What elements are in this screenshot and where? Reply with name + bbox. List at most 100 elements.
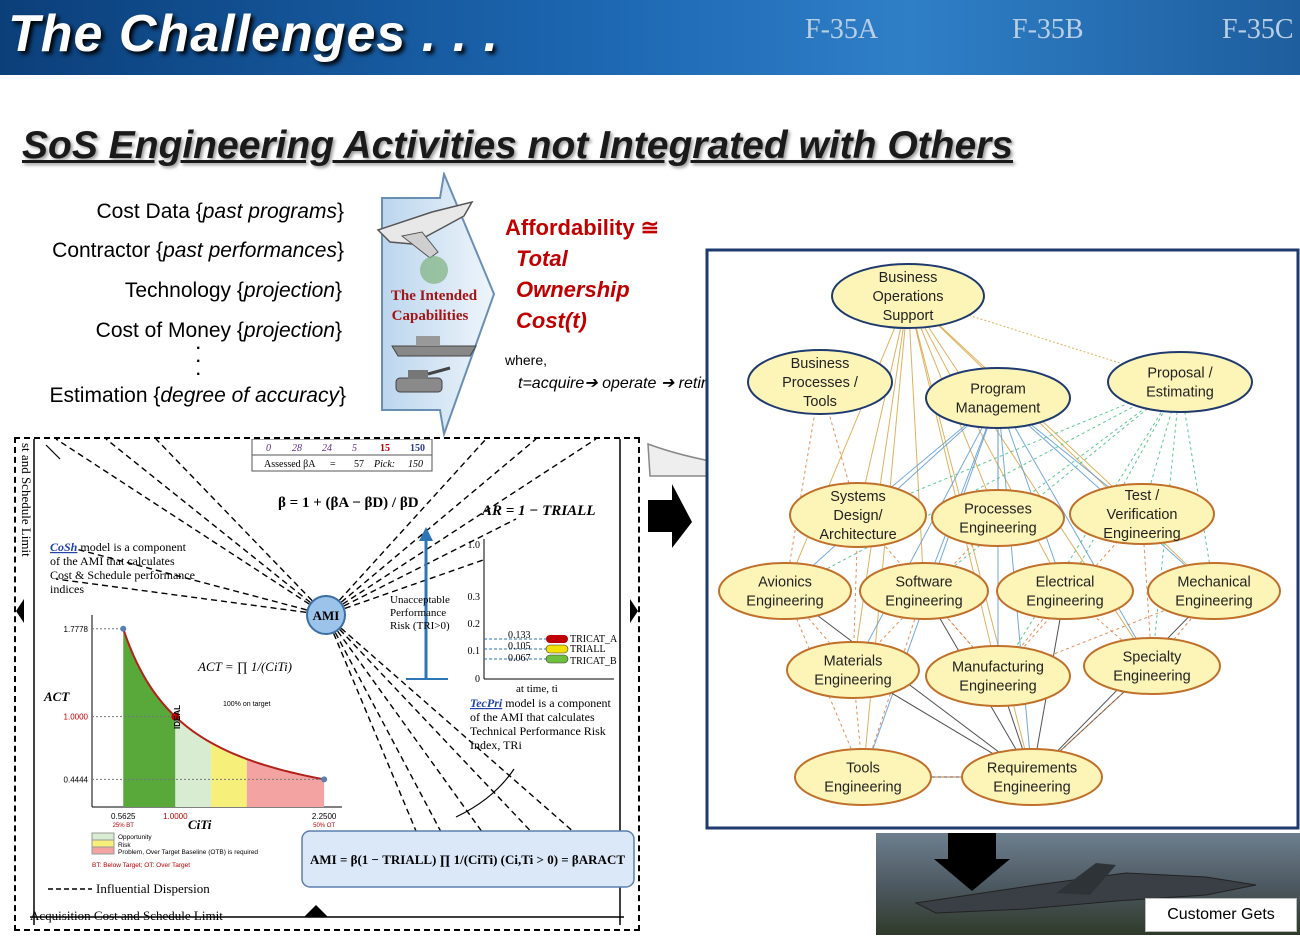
legend-item: Problem, Over Target Baseline (OTB) is r… xyxy=(118,849,258,856)
where-label: where, xyxy=(505,352,548,368)
node-label: Systems xyxy=(830,489,886,505)
node-label: Engineering xyxy=(1113,669,1190,685)
node-label: Avionics xyxy=(758,575,812,591)
node-label: Architecture xyxy=(819,527,896,543)
arrow-up-icon xyxy=(419,527,433,541)
ami-diagram: st and Schedule Limit Acquisition Cost a… xyxy=(16,438,638,925)
ar-formula: AR = 1 − TRIALL xyxy=(481,503,595,519)
node-label: Management xyxy=(956,401,1041,417)
x-tick-sublabel: 50% OT xyxy=(313,823,335,829)
svg-text:0.067: 0.067 xyxy=(508,653,531,664)
ami-formula: AMI = β(1 − TRIALL) ∏ 1/(CiTi) (Ci,Ti > … xyxy=(310,852,625,867)
svg-text:150: 150 xyxy=(410,443,425,454)
node-ellipse xyxy=(1147,562,1281,620)
y-tick-label: 1.7778 xyxy=(64,625,89,634)
legend-swatch xyxy=(91,846,115,855)
svg-text:of the AMI that calculates: of the AMI that calculates xyxy=(470,710,595,724)
svg-text:0.105: 0.105 xyxy=(508,641,531,652)
node-label: Verification xyxy=(1107,507,1178,523)
arrow-right-icon: ➔ xyxy=(660,375,675,392)
svg-text:0: 0 xyxy=(266,443,271,454)
svg-text:=: = xyxy=(330,459,336,470)
node-label: Mechanical xyxy=(1177,575,1250,591)
x-axis-label: CiTi xyxy=(188,817,212,832)
svg-text:15: 15 xyxy=(380,443,390,454)
svg-text:Technical Performance Risk: Technical Performance Risk xyxy=(470,724,606,738)
cosh-description: CoSh model is a component xyxy=(50,540,187,554)
network-edge xyxy=(784,590,864,778)
node-label: Engineering xyxy=(746,594,823,610)
arrow-right-icon: ➔ xyxy=(584,375,598,392)
variant-label: F-35A xyxy=(805,14,879,45)
node-label: Engineering xyxy=(814,673,891,689)
x-tick-label: 1.0000 xyxy=(163,812,188,821)
capabilities-arrow: The Intended Capabilities xyxy=(376,172,496,438)
network-edge xyxy=(1151,590,1215,667)
legend-swatch xyxy=(91,832,115,841)
node-label: Engineering xyxy=(959,521,1036,537)
legend-swatch xyxy=(91,839,115,848)
svg-text:Assessed βA: Assessed βA xyxy=(264,459,316,470)
slide-subtitle: SoS Engineering Activities not Integrate… xyxy=(22,124,1014,167)
svg-text:57: 57 xyxy=(354,459,364,470)
node-label: Engineering xyxy=(1175,594,1252,610)
svg-text:of the AMI that calculates: of the AMI that calculates xyxy=(50,554,175,568)
node-label: Test / xyxy=(1125,488,1161,504)
arrow-left-icon xyxy=(16,599,24,623)
node-label: Electrical xyxy=(1036,575,1095,591)
x-tick-sublabel: 25% BT xyxy=(113,823,135,829)
ship-icon xyxy=(391,336,477,357)
engineering-network: BusinessOperationsSupportBusinessProcess… xyxy=(705,248,1300,830)
title-banner xyxy=(0,0,1300,75)
network-nodes: BusinessOperationsSupportBusinessProcess… xyxy=(718,263,1281,806)
input-cost-data: Cost Data {past programs} xyxy=(96,200,344,223)
svg-text:TRICAT_B: TRICAT_B xyxy=(570,656,617,667)
network-edge xyxy=(907,295,999,677)
tri-pill xyxy=(545,644,569,654)
node-label: Engineering xyxy=(959,679,1036,695)
input-technology: Technology {projection} xyxy=(124,279,342,302)
svg-text:1.0: 1.0 xyxy=(468,540,481,551)
input-cost-of-money: Cost of Money {projection} xyxy=(95,319,342,342)
beta-table: 0 28 24 5 15 150 Assessed βA = 57 Pick: … xyxy=(251,438,433,472)
node-label: Proposal / xyxy=(1147,366,1213,382)
node-ellipse xyxy=(859,562,989,620)
node-label: Processes / xyxy=(782,375,859,391)
x-tick-label: 0.5625 xyxy=(111,812,136,821)
affordability-line: Ownership xyxy=(516,277,630,302)
svg-text:24: 24 xyxy=(322,443,332,454)
ami-formula-box xyxy=(301,830,635,888)
node-label: Specialty xyxy=(1123,650,1183,666)
ideal-label: IDEAL xyxy=(173,705,182,729)
act-chart: 1.7778 1.0000 0.4444 0.5625 1.0000 2.250… xyxy=(43,615,342,832)
affordability-line: Cost(t) xyxy=(516,308,587,333)
node-label: Manufacturing xyxy=(952,660,1044,676)
page-title: The Challenges . . . xyxy=(8,5,499,63)
variant-label: F-35C xyxy=(1222,14,1294,45)
tank-icon xyxy=(395,366,451,393)
node-pe: Proposal /Estimating xyxy=(1107,351,1253,413)
network-edge xyxy=(997,397,1153,667)
node-label: Tools xyxy=(846,761,880,777)
svg-text:Pick:: Pick: xyxy=(373,459,395,470)
ami-model-panel: st and Schedule Limit Acquisition Cost a… xyxy=(14,437,640,931)
beta-formula: β = 1 + (βA − βD) / βD xyxy=(278,495,419,511)
capabilities-label: The Intended xyxy=(391,288,478,304)
opportunity-region xyxy=(175,716,212,807)
svg-text:Performance: Performance xyxy=(390,607,446,619)
capabilities-label: Capabilities xyxy=(392,308,469,324)
network-edge xyxy=(857,381,1181,516)
network-edge xyxy=(1064,381,1181,592)
node-label: Software xyxy=(895,575,952,591)
